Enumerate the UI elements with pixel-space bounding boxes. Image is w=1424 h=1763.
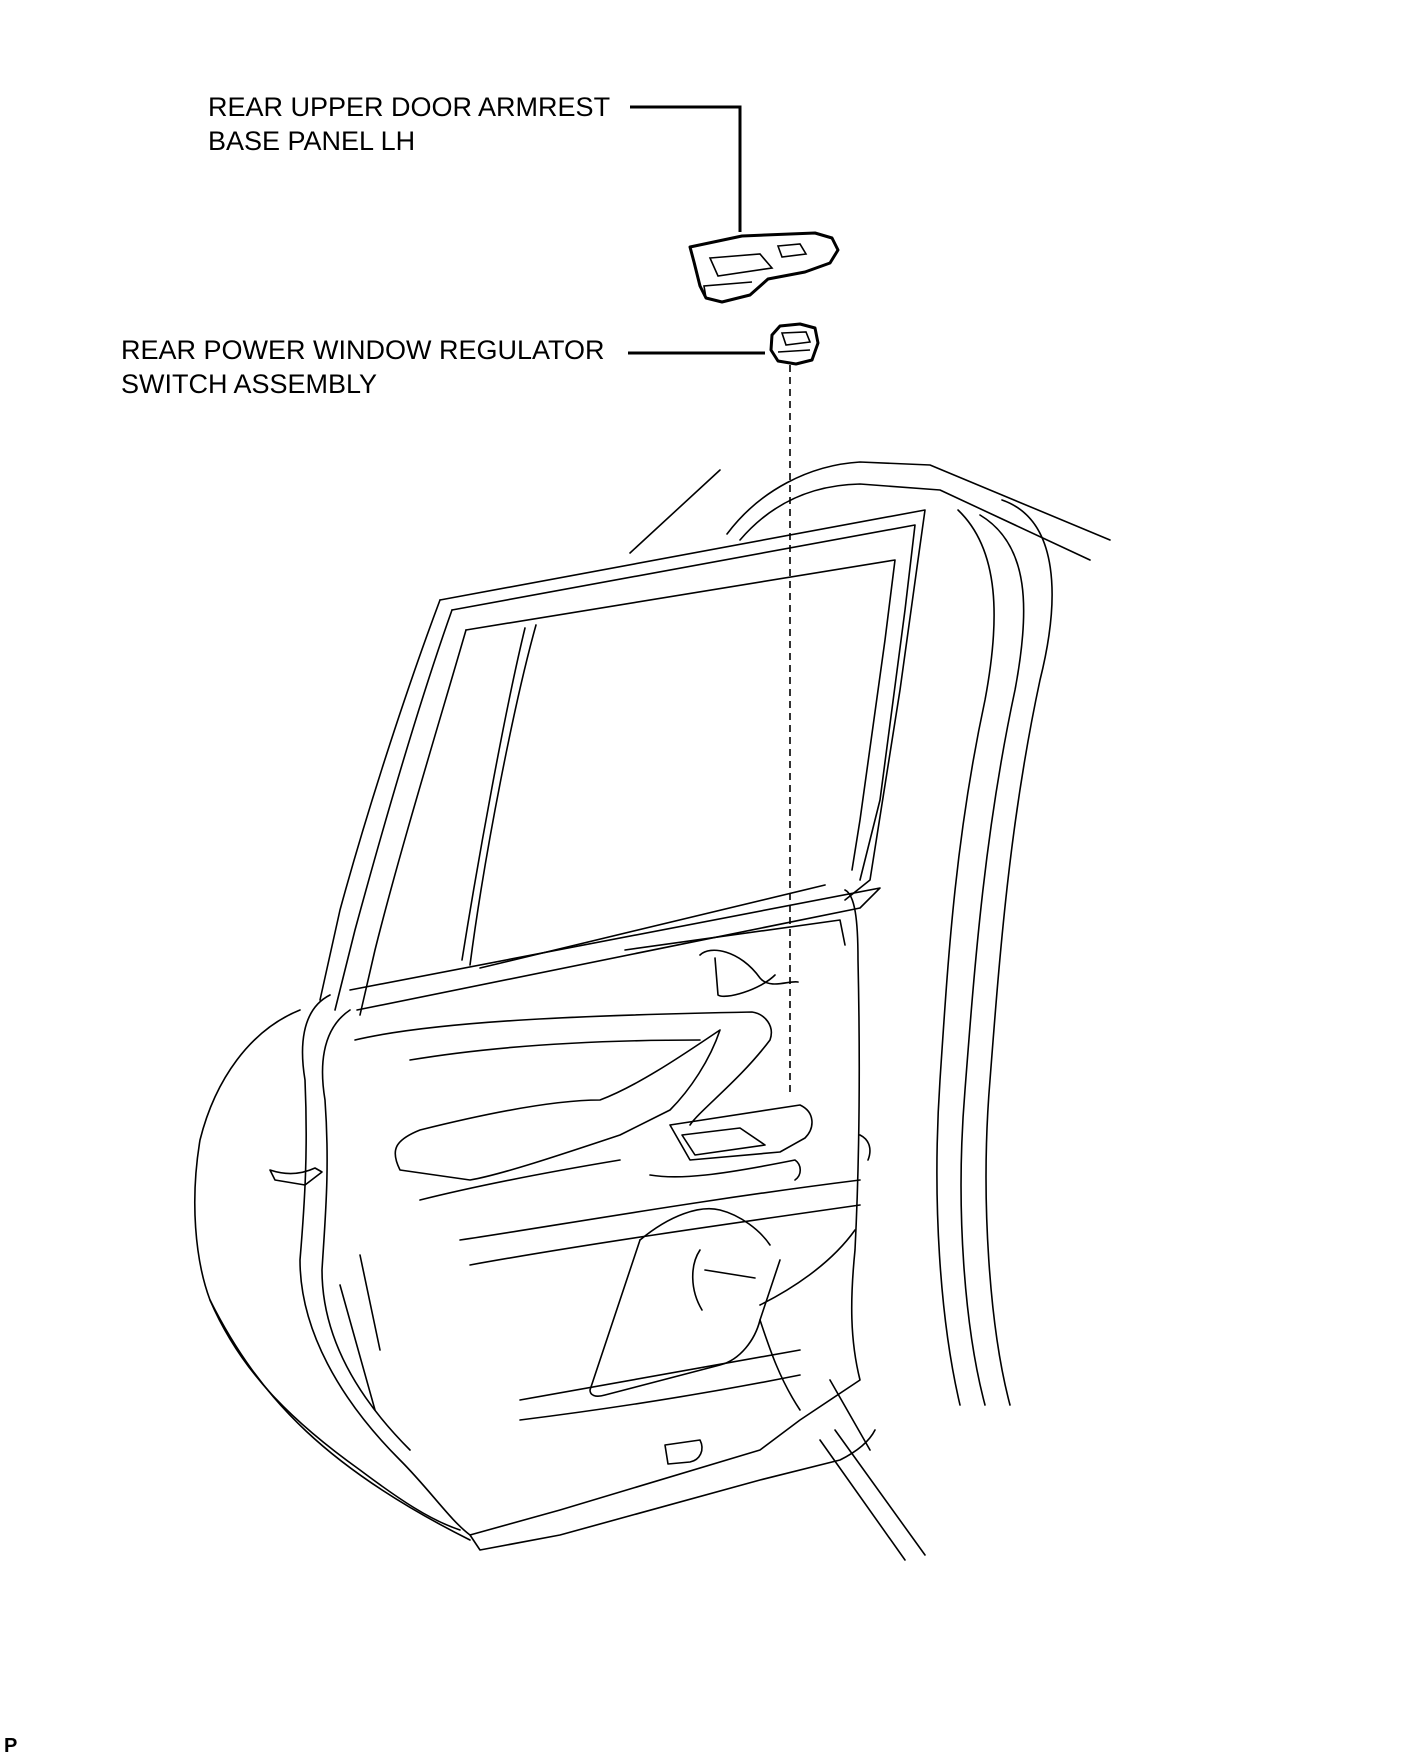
armrest-leader-line — [630, 105, 742, 232]
page-marker: P — [4, 1735, 18, 1757]
door-trim-panel — [269, 889, 871, 1536]
callout-switch-line-1: REAR POWER WINDOW REGULATOR — [121, 335, 605, 365]
callout-armrest-base-panel: REAR UPPER DOOR ARMREST BASE PANEL LH — [208, 90, 610, 158]
armrest-base-panel-part — [688, 231, 840, 304]
callout-switch-line-2: SWITCH ASSEMBLY — [121, 369, 378, 399]
door-outer-skin — [194, 1009, 876, 1551]
power-window-switch-part — [769, 322, 820, 366]
callout-power-window-switch: REAR POWER WINDOW REGULATOR SWITCH ASSEM… — [121, 333, 605, 401]
callout-armrest-line-2: BASE PANEL LH — [208, 126, 416, 156]
callout-armrest-line-1: REAR UPPER DOOR ARMREST — [208, 92, 611, 122]
rear-door-frame — [319, 509, 926, 1016]
vehicle-body-outline — [629, 461, 1111, 1561]
